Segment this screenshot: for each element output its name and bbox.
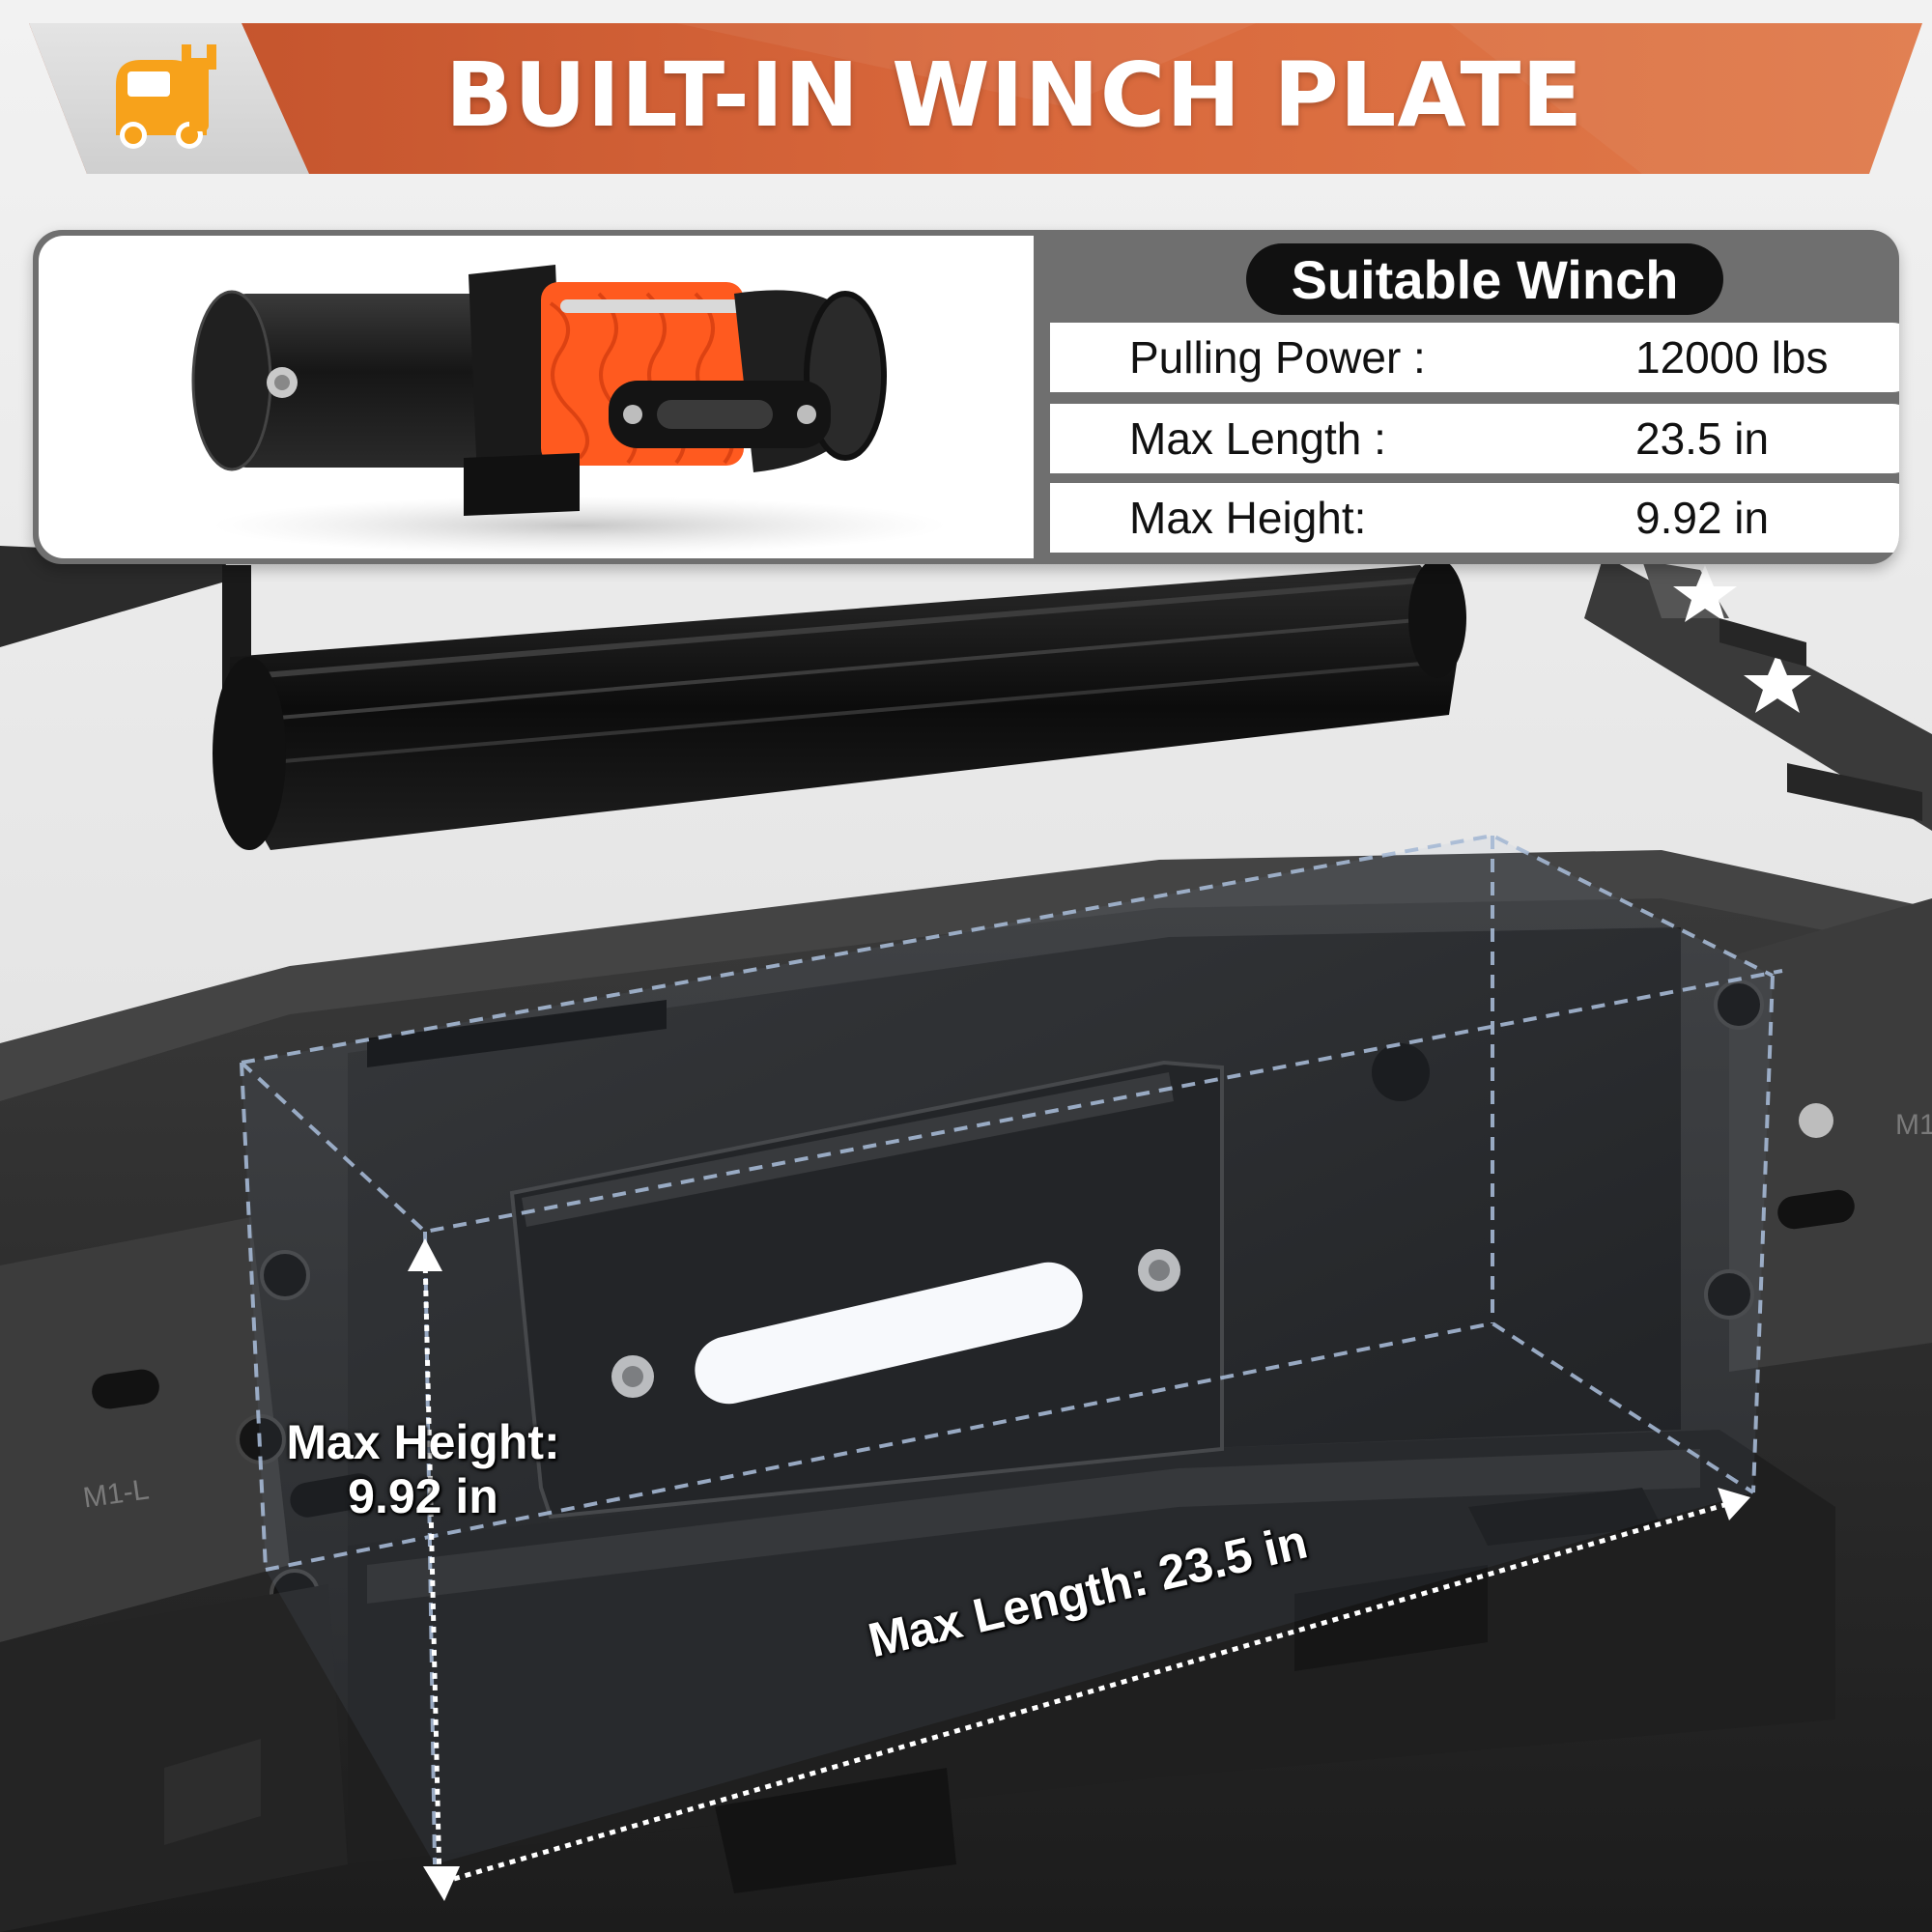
spec-value: 12000 lbs — [1635, 332, 1829, 383]
led-light-bar — [213, 558, 1466, 850]
spec-row-pulling-power: Pulling Power : 12000 lbs — [1050, 323, 1899, 392]
spec-value: 9.92 in — [1635, 493, 1770, 543]
spec-row-max-length: Max Length : 23.5 in — [1050, 404, 1899, 473]
spec-label: Pulling Power : — [1129, 332, 1426, 383]
header-banner — [29, 23, 1922, 174]
spec-row-max-height: Max Height: 9.92 in — [1050, 483, 1899, 553]
page-title: BUILT-IN WINCH PLATE — [444, 43, 1584, 147]
star-icon — [1673, 565, 1737, 622]
winch-spec-panel: Suitable Winch Pulling Power : 12000 lbs… — [33, 230, 1899, 564]
height-value-text: 9.92 in — [348, 1469, 498, 1523]
spec-value: 23.5 in — [1635, 413, 1770, 464]
height-label-text: Max Height: — [286, 1415, 560, 1469]
height-dimension-label: Max Height: 9.92 in — [249, 1415, 597, 1523]
spec-label: Max Height: — [1129, 493, 1367, 543]
winch-image — [191, 265, 947, 554]
car-wrench-icon — [116, 44, 216, 149]
spec-label: Max Length : — [1129, 413, 1386, 464]
spec-table-header: Suitable Winch — [1246, 243, 1723, 315]
winch-image-box — [39, 236, 1034, 558]
plate-mark-right: M1 — [1895, 1109, 1932, 1141]
star-icon — [1744, 652, 1811, 713]
